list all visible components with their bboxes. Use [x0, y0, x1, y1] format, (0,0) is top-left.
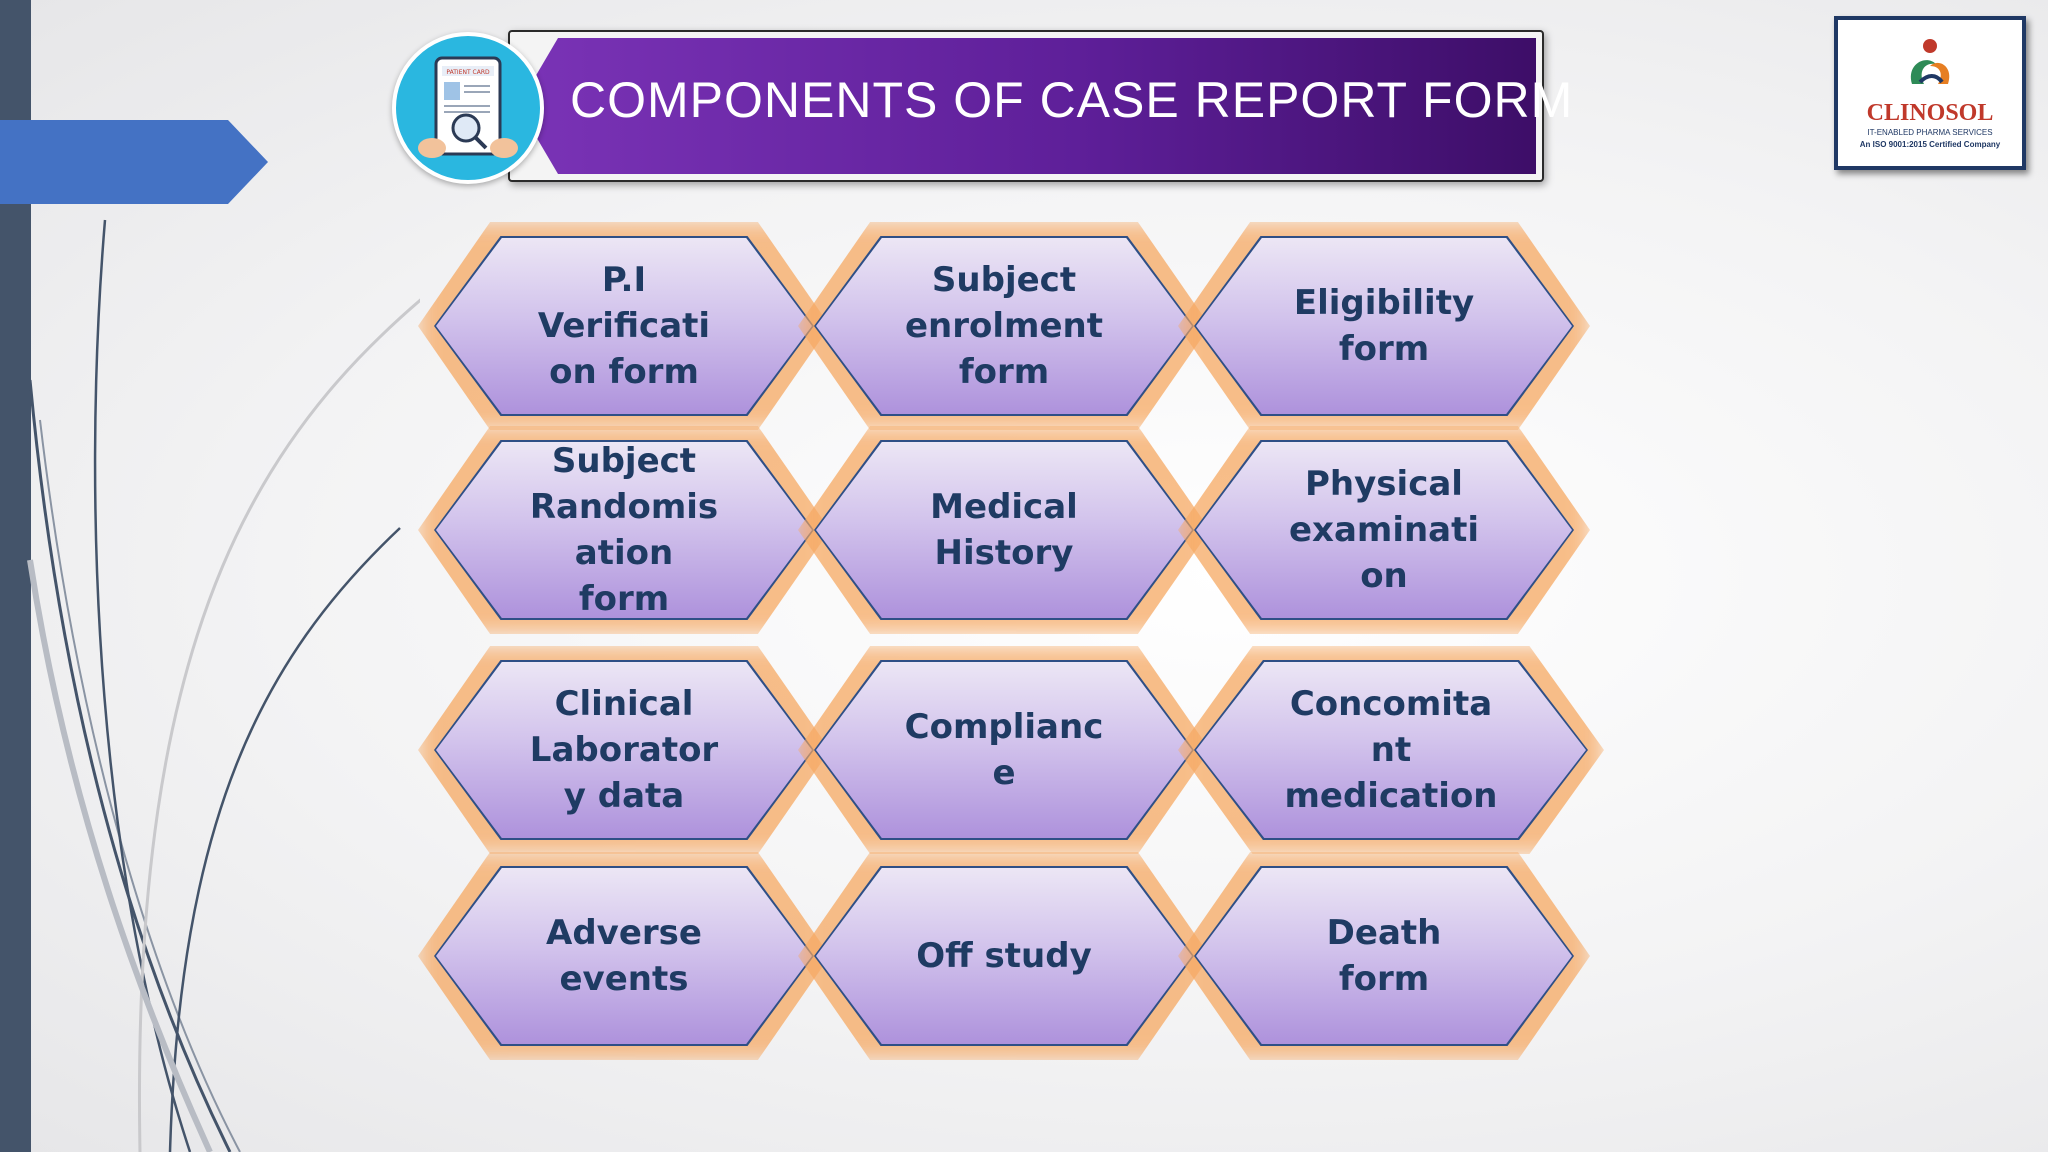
component-hexagon: Subject Randomis ation form [434, 440, 814, 620]
component-hexagon: Physical examinati on [1194, 440, 1574, 620]
component-label: Medical History [930, 487, 1078, 573]
title-banner-fill [518, 38, 1536, 174]
patient-card-label: PATIENT CARD [446, 69, 490, 76]
component-label: Subject Randomis ation form [529, 441, 719, 619]
component-hexagon: Eligibility form [1194, 236, 1574, 416]
component-label: Concomita nt medication [1284, 684, 1498, 816]
hexagon-fill [436, 868, 812, 1044]
slide-title: COMPONENTS OF CASE REPORT FORM [570, 72, 1574, 128]
component-label: Clinical Laborator y data [529, 684, 719, 816]
hexagon-fill [436, 442, 812, 618]
logo-certification: An ISO 9001:2015 Certified Company [1859, 140, 2001, 149]
component-hexagon: Medical History [814, 440, 1194, 620]
component-label: Off study [916, 936, 1092, 976]
component-label: Death form [1326, 913, 1442, 999]
hexagon-fill [1196, 662, 1586, 838]
hexagon-fill [1196, 238, 1572, 414]
clinosol-emblem-icon [1910, 39, 1950, 84]
hexagon-fill [436, 662, 812, 838]
logo-tagline: IT-ENABLED PHARMA SERVICES [1867, 128, 1993, 137]
hexagon-fill [1196, 868, 1572, 1044]
component-hexagon: Adverse events [434, 866, 814, 1046]
component-hexagon: P.I Verificati on form [434, 236, 814, 416]
hexagon-fill [816, 662, 1192, 838]
component-hexagon: Off study [814, 866, 1194, 1046]
hexagon-fill [816, 238, 1192, 414]
component-label: Eligibility form [1293, 283, 1475, 369]
component-label: P.I Verificati on form [537, 260, 711, 392]
component-hexagon: Complianc e [814, 660, 1194, 840]
component-hexagon: Death form [1194, 866, 1574, 1046]
decorative-swooshes [27, 219, 420, 1152]
clinosol-logo: CLINOSOL IT-ENABLED PHARMA SERVICES An I… [1834, 16, 2026, 170]
component-label: Subject enrolment form [905, 260, 1103, 392]
hexagon-fill [816, 442, 1192, 618]
hexagon-fill [816, 868, 1192, 1044]
component-hexagon: Concomita nt medication [1194, 660, 1588, 840]
hexagon-fill [436, 238, 812, 414]
logo-name: CLINOSOL [1866, 100, 1994, 126]
component-label: Adverse events [546, 913, 702, 999]
component-label: Physical examinati on [1288, 464, 1480, 596]
hexagon-fill [1196, 442, 1572, 618]
component-hexagon: Clinical Laborator y data [434, 660, 814, 840]
patient-card-magnifier-icon: PATIENT CARD [392, 32, 544, 184]
title-banner [508, 30, 1544, 182]
component-hexagon: Subject enrolment form [814, 236, 1194, 416]
component-label: Complianc e [904, 707, 1104, 793]
arrow-tab [0, 120, 268, 204]
